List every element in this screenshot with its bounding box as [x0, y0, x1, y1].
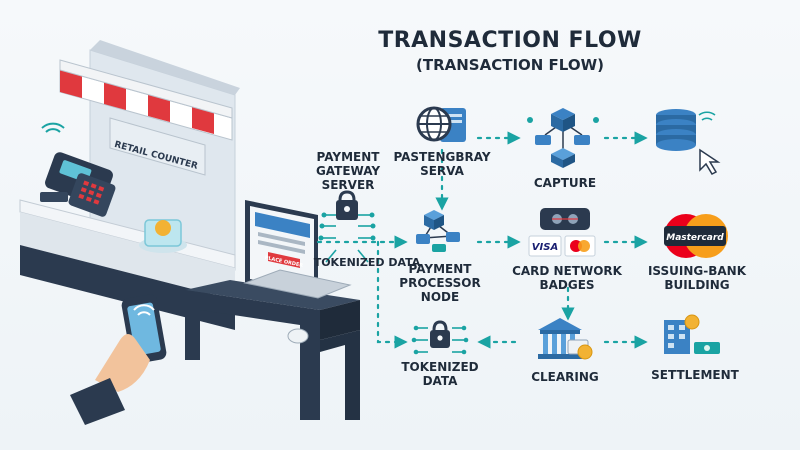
awning	[59, 59, 233, 141]
network-label: CARD NETWORK BADGES	[512, 264, 622, 292]
pastengbray-label-line1: PASTENGBRAY	[393, 150, 491, 164]
tokenized-bottom-label-line2: DATA	[422, 374, 458, 388]
settlement-icon	[664, 314, 720, 354]
laptop-desk: PLACE ORDER	[185, 200, 360, 420]
processor-label: PAYMENT PROCESSOR NODE	[385, 262, 495, 304]
gateway-label: PAYMENT GATEWAY SERVER	[288, 150, 408, 192]
processor-label-line2: PROCESSOR NODE	[399, 276, 481, 304]
network-label-line2: BADGES	[539, 278, 595, 292]
settlement-label: SETTLEMENT	[651, 368, 739, 382]
tokenized-bottom-label: TOKENIZED DATA	[395, 360, 485, 388]
gateway-label-line2: SERVER	[321, 178, 375, 192]
tokenized-lock-icon	[411, 320, 469, 355]
network-label-line1: CARD NETWORK	[512, 264, 622, 278]
pastengbray-label-line2: SERVA	[420, 164, 464, 178]
diagram-title: TRANSACTION FLOW	[378, 28, 642, 53]
clearing-label: CLEARING	[531, 370, 599, 384]
clearing-bank-icon	[538, 318, 593, 360]
capture-label: CAPTURE	[533, 176, 597, 190]
processor-label-line1: PAYMENT	[408, 262, 472, 276]
processor-node-icon	[416, 210, 460, 252]
diagram-subtitle: (TRANSACTION FLOW)	[416, 56, 604, 74]
database-icon	[656, 109, 721, 175]
flow-connectors	[316, 131, 648, 349]
tip-jar	[139, 219, 187, 253]
tokenized-top-label: TOKENIZED DATA	[313, 256, 421, 269]
issuing-label: ISSUING-BANK BUILDING	[642, 264, 752, 292]
globe-server-icon	[416, 106, 466, 142]
visa-badge-text: VISA	[532, 242, 558, 253]
issuing-label-line2: BUILDING	[664, 278, 730, 292]
issuing-label-line1: ISSUING-BANK	[647, 264, 747, 278]
card-network-badges: VISA	[528, 208, 596, 257]
retail-counter-illustration: RETAIL COUNTER	[19, 40, 240, 330]
capture-network-icon	[527, 108, 599, 168]
visa-badge	[528, 235, 562, 257]
tokenized-bottom-label-line1: TOKENIZED	[401, 360, 479, 374]
issuing-bank-icon: Mastercard	[664, 214, 728, 258]
hand-with-phone	[70, 294, 167, 425]
pastengbray-label: PASTENGBRAY SERVA	[392, 150, 492, 178]
mastercard-logo-text: Mastercard	[666, 233, 724, 243]
gateway-label-line1: PAYMENT GATEWAY	[315, 150, 381, 178]
gateway-lock-icon	[318, 190, 376, 263]
